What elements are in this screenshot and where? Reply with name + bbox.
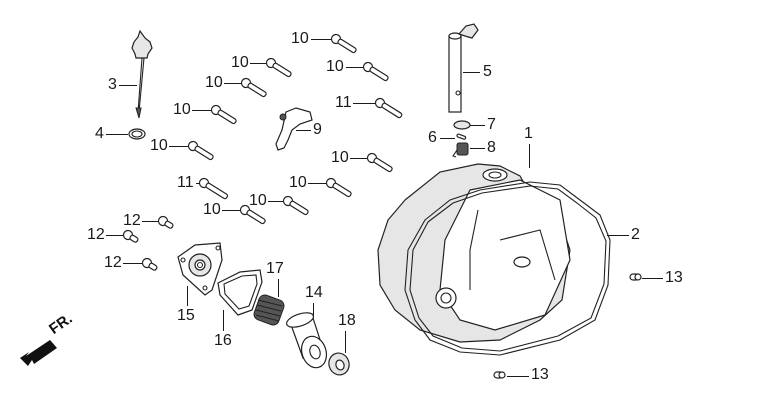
bolt-part <box>240 77 267 98</box>
bolt-part <box>366 152 393 173</box>
callout-15[interactable]: 15 <box>177 307 195 324</box>
pin-part <box>456 133 467 140</box>
bolt-part <box>330 33 357 54</box>
callout-10[interactable]: 10 <box>173 101 191 118</box>
callout-7[interactable]: 7 <box>487 116 496 133</box>
callout-18[interactable]: 18 <box>338 312 356 329</box>
leader-line <box>106 134 128 136</box>
spring-part <box>452 142 469 158</box>
callout-4[interactable]: 4 <box>95 125 104 142</box>
leader-line <box>463 72 480 74</box>
leader-line <box>250 63 266 65</box>
bolt-part <box>282 195 309 216</box>
dipstick-part <box>131 29 153 119</box>
bolt-part <box>374 97 403 119</box>
callout-13[interactable]: 13 <box>531 366 549 383</box>
leader-line <box>311 39 331 41</box>
oil-filter-part <box>285 312 328 369</box>
leader-line <box>119 85 137 87</box>
callout-12[interactable]: 12 <box>87 226 105 243</box>
leader-line <box>470 125 485 127</box>
leader-line <box>268 201 283 203</box>
leader-line <box>529 144 531 168</box>
leader-line <box>169 146 188 148</box>
callout-9[interactable]: 9 <box>313 121 322 138</box>
callout-10[interactable]: 10 <box>289 174 307 191</box>
callout-17[interactable]: 16 <box>214 332 232 349</box>
leader-line <box>313 303 315 317</box>
crankcase-cover-part <box>377 163 571 343</box>
bolt-part <box>362 61 389 82</box>
callout-3[interactable]: 3 <box>108 76 117 93</box>
leader-line <box>507 376 529 378</box>
leader-line <box>345 331 347 353</box>
leader-line <box>296 130 311 132</box>
leader-line <box>278 279 280 297</box>
callout-12[interactable]: 12 <box>123 212 141 229</box>
callout-11[interactable]: 11 <box>335 94 352 111</box>
callout-10[interactable]: 10 <box>331 149 349 166</box>
oil-seal-part <box>453 120 471 130</box>
bolts <box>122 33 403 271</box>
callout-5[interactable]: 5 <box>483 63 492 80</box>
bolt-part <box>239 204 266 225</box>
leader-line <box>106 235 123 237</box>
leader-line <box>224 83 241 85</box>
leader-line <box>607 235 629 237</box>
bolt-part <box>210 104 237 125</box>
leader-line <box>196 183 200 185</box>
callout-10[interactable]: 10 <box>291 30 309 47</box>
callout-13[interactable]: 13 <box>665 269 683 286</box>
bolt-part <box>141 257 158 271</box>
leader-line <box>440 138 455 140</box>
bolt-part <box>122 229 139 243</box>
callout-10[interactable]: 10 <box>203 201 221 218</box>
leader-line <box>223 310 225 331</box>
bolt-part <box>187 140 214 161</box>
bolt-part <box>157 215 174 229</box>
callout-14[interactable]: 14 <box>305 284 323 301</box>
callout-2[interactable]: 2 <box>631 226 640 243</box>
bolt-part <box>265 57 292 78</box>
dowel-pin-part <box>629 273 642 281</box>
lifter-shaft-part <box>448 23 479 113</box>
callout-10[interactable]: 10 <box>326 58 344 75</box>
leader-line <box>470 148 485 150</box>
gasket-part <box>404 181 611 356</box>
callout-6[interactable]: 6 <box>428 129 437 146</box>
bolt-part <box>325 177 352 198</box>
leader-line <box>192 110 211 112</box>
callout-1[interactable]: 1 <box>524 125 533 142</box>
leader-line <box>308 183 326 185</box>
bolt-part <box>198 177 229 200</box>
dowel-pin-part <box>493 371 506 379</box>
seal-washer-part <box>328 352 350 376</box>
leader-line <box>350 158 367 160</box>
filter-cover-part <box>177 242 223 296</box>
callout-10[interactable]: 10 <box>205 74 223 91</box>
leader-line <box>142 221 158 223</box>
callout-8[interactable]: 8 <box>487 139 496 156</box>
callout-16[interactable]: 17 <box>266 260 284 277</box>
callout-10[interactable]: 10 <box>249 192 267 209</box>
callout-11[interactable]: 11 <box>177 174 194 191</box>
filter-spring-part <box>253 294 285 326</box>
leader-line <box>353 103 375 105</box>
callout-10[interactable]: 10 <box>150 137 168 154</box>
o-ring-part <box>128 128 146 140</box>
callout-10[interactable]: 10 <box>231 54 249 71</box>
leader-line <box>642 278 663 280</box>
leader-line <box>346 67 363 69</box>
front-arrow-icon <box>20 340 57 366</box>
callout-12[interactable]: 12 <box>104 254 122 271</box>
leader-line <box>123 263 142 265</box>
leader-line <box>187 286 189 306</box>
leader-line <box>222 210 240 212</box>
